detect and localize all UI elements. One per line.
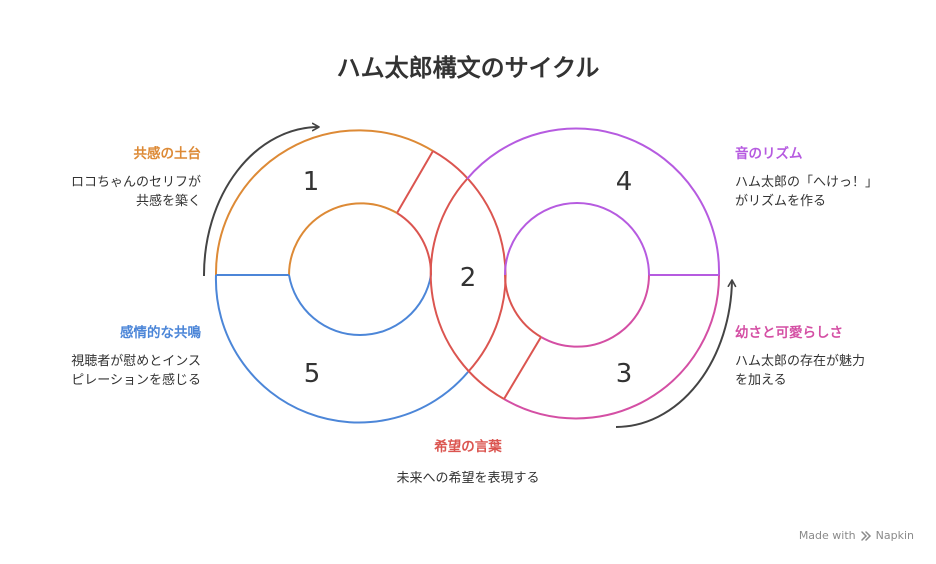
step-2-description: 未来への希望を表現する	[318, 470, 618, 489]
diagram-title: ハム太郎構文のサイクル	[336, 54, 600, 82]
segment-number-3: 3	[616, 359, 633, 389]
step-5-description: 視聴者が慰めとインス ピレーションを感じる	[71, 353, 201, 390]
segment-4-inner-arc	[504, 202, 650, 276]
step-3-description: ハム太郎の存在が魅力 を加える	[735, 353, 865, 390]
step-4-description: ハム太郎の「へけっ！」 がリズムを作る	[735, 174, 878, 211]
step-2-label: 希望の言葉	[434, 439, 502, 455]
segment-3-outer-arc	[503, 274, 721, 420]
segment-5-inner-arc	[288, 274, 432, 336]
segment-1-inner-arc	[288, 202, 398, 276]
step-4-description-line: ハム太郎の「へけっ！」	[735, 175, 879, 190]
step-4-label: 音のリズム	[735, 146, 803, 162]
napkin-logo-icon	[860, 530, 871, 541]
segment-4-outer-arc	[466, 127, 721, 276]
step-4-description-line: がリズムを作る	[735, 193, 827, 209]
step-2-description-line: 未来への希望を表現する	[396, 471, 540, 486]
segment-2-outer-arc-left	[432, 150, 507, 373]
flow-arrow-top-left	[202, 122, 320, 277]
segment-1-outer-arc	[214, 129, 434, 276]
watermark-prefix: Made with	[798, 529, 856, 542]
step-3-label: 幼さと可愛らしさ	[735, 325, 843, 341]
segment-number-2: 2	[460, 263, 477, 293]
step-1-description-line: 共感を築く	[135, 193, 201, 209]
segment-number-5: 5	[304, 359, 321, 389]
segment-2-outer-arc-right	[429, 178, 505, 400]
step-5-label: 感情的な共鳴	[120, 325, 201, 341]
watermark-brand: Napkin	[875, 529, 914, 542]
segment-2-inner-arc-right	[504, 274, 542, 338]
flow-arrow-bottom-right	[615, 279, 737, 428]
step-3-description-line: を加える	[735, 372, 787, 388]
divider-2-3	[503, 336, 542, 400]
step-1-description-line: ロコちゃんのセリフが	[70, 175, 201, 190]
segment-number-4: 4	[616, 167, 633, 197]
step-3-description-line: ハム太郎の存在が魅力	[735, 354, 866, 369]
step-1-description: ロコちゃんのセリフが 共感を築く	[71, 174, 201, 211]
step-5-description-line: 視聴者が慰めとインス	[71, 354, 201, 369]
divider-1-2	[396, 150, 434, 214]
segment-number-1: 1	[303, 167, 320, 197]
made-with-napkin-watermark: Made with Napkin	[799, 529, 914, 542]
step-5-description-line: ピレーションを感じる	[71, 372, 201, 388]
segment-3-inner-arc	[540, 274, 650, 348]
segment-2-inner-arc-left	[396, 212, 433, 276]
segment-5-outer-arc	[214, 274, 469, 424]
step-1-label: 共感の土台	[133, 146, 202, 162]
